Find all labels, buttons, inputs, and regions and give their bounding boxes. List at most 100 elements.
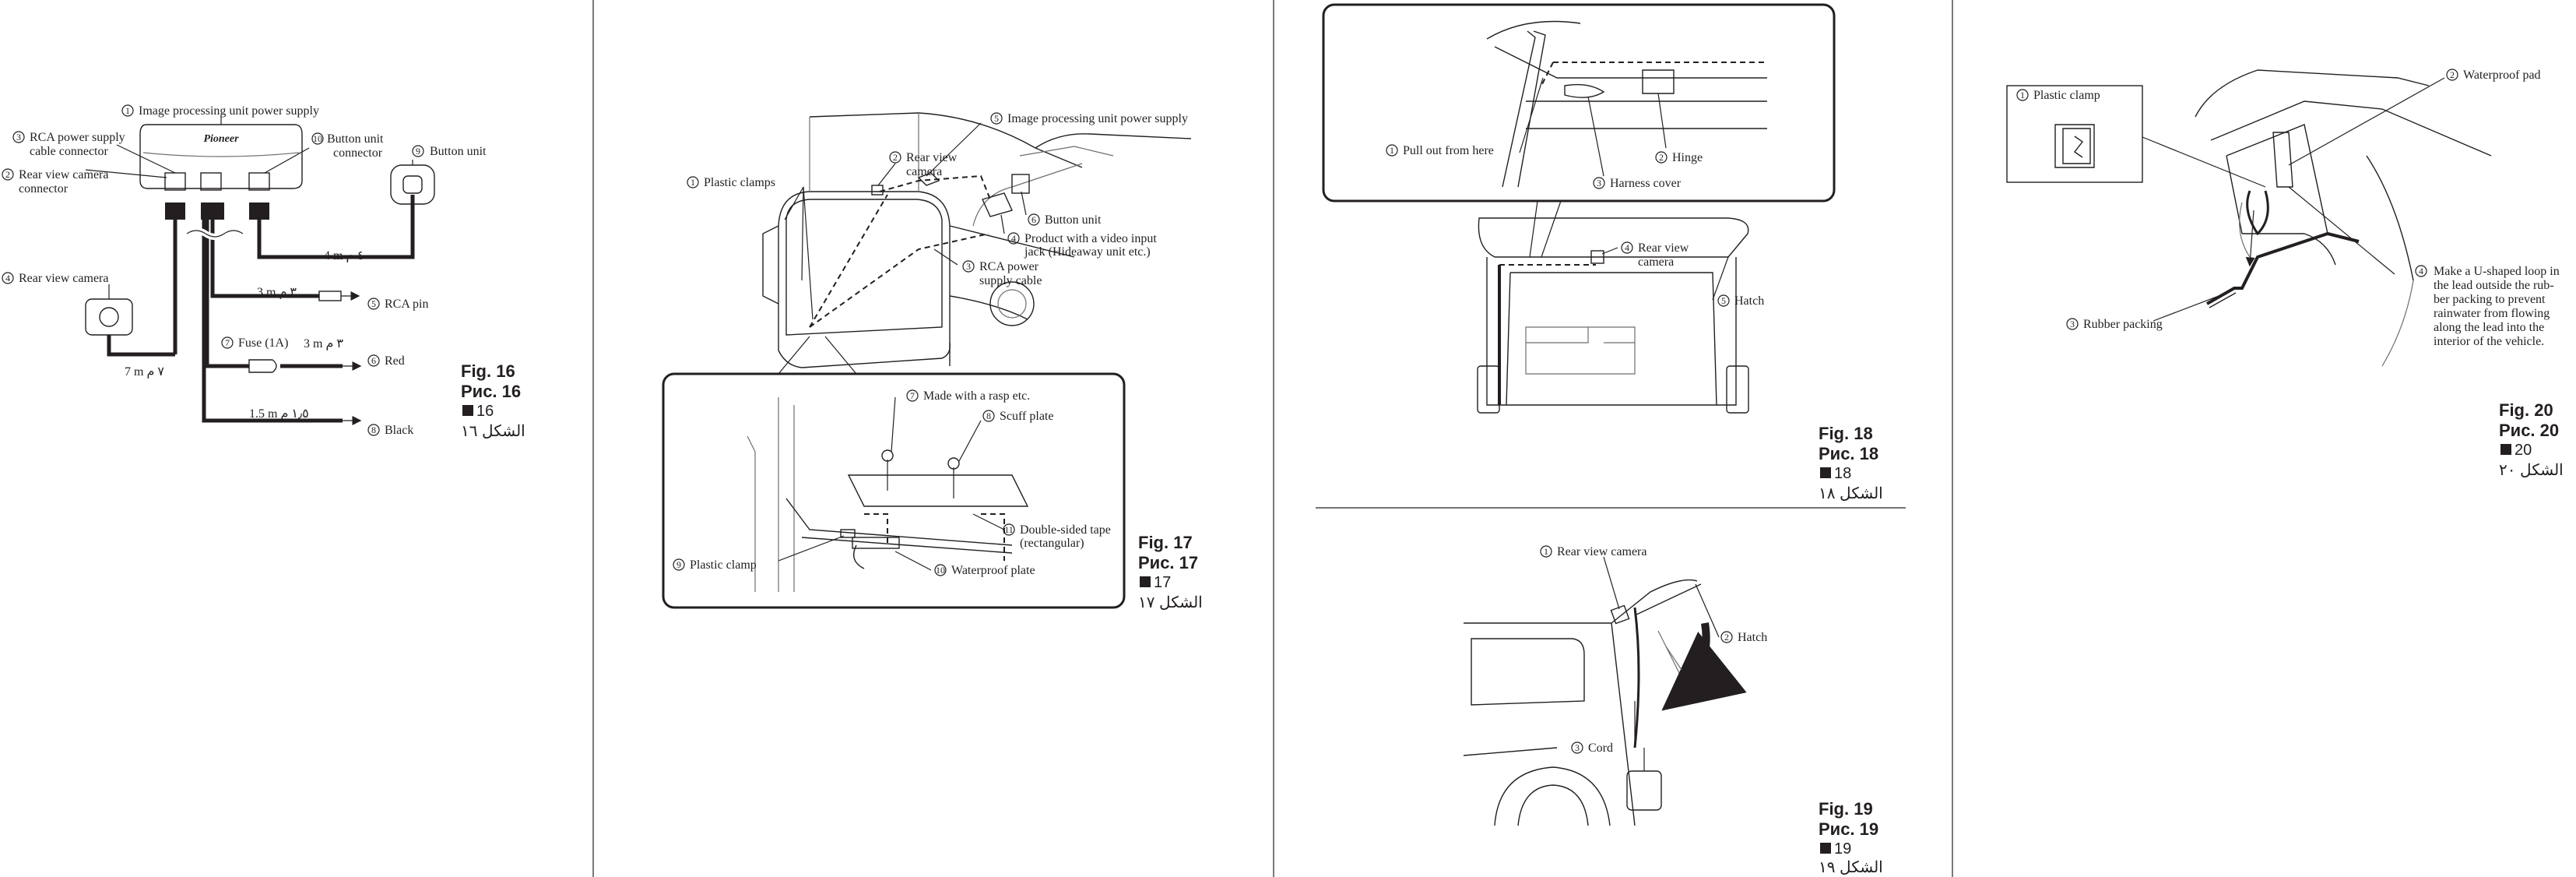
caption-icon	[2500, 444, 2511, 455]
label-product-video-input: Product with a video input	[1024, 232, 1157, 245]
svg-text:8: 8	[371, 424, 376, 435]
caption-icon	[1140, 576, 1151, 587]
label-hinge: Hinge	[1672, 151, 1703, 164]
svg-text:2: 2	[1659, 152, 1664, 163]
fig20-caption: Fig. 20 Рис. 20 20 الشكل ٢٠	[2499, 400, 2564, 479]
fig17-inset	[662, 372, 1126, 609]
svg-text:2: 2	[893, 152, 898, 163]
hatch	[1478, 217, 1749, 258]
label-button-unit: Button unit	[430, 145, 487, 158]
fig19-labels: 1 Rear view camera 2 Hatch 3 Cord	[1540, 545, 1767, 755]
svg-text:2: 2	[2450, 69, 2455, 80]
hideaway-unit	[982, 192, 1013, 217]
svg-text:3: 3	[966, 261, 971, 272]
label-rear-view-camera: Rear view	[906, 151, 958, 164]
svg-text:7: 7	[225, 337, 230, 348]
label-rear-view-camera: Rear view camera	[19, 272, 108, 285]
caption-num: 19	[1834, 840, 1851, 858]
svg-text:1: 1	[2020, 90, 2025, 100]
label-plastic-clamp: Plastic clamp	[690, 558, 757, 572]
label-u-shaped-loop-3: ber packing to prevent	[2434, 293, 2546, 306]
svg-text:10: 10	[936, 565, 945, 576]
caption-en: Fig. 17	[1138, 533, 1193, 552]
caption-num: 16	[476, 403, 494, 420]
label-rca-pin: RCA pin	[385, 298, 428, 311]
label-rca-power-supply-cable: RCA power	[979, 260, 1039, 273]
caption-ru: Рис. 20	[2499, 421, 2559, 440]
svg-text:3: 3	[1575, 742, 1580, 753]
svg-text:5: 5	[994, 113, 999, 124]
svg-text:4: 4	[2419, 266, 2423, 276]
fig19-caption: Fig. 19 Рис. 19 19 الشكل ١٩	[1819, 799, 1883, 876]
length-1-5m: 1.5 m ١٫٥ م	[249, 407, 309, 421]
svg-text:4: 4	[1625, 242, 1629, 253]
label-rubber-packing: Rubber packing	[2083, 318, 2163, 331]
svg-text:3: 3	[2070, 319, 2075, 329]
label-pull-out-from-here: Pull out from here	[1403, 144, 1494, 157]
plastic-clamp	[840, 529, 856, 538]
rear-view-camera	[1610, 604, 1630, 625]
label-button-unit-connector: Button unit	[327, 132, 384, 146]
label-waterproof-pad: Waterproof pad	[2463, 69, 2541, 82]
label-cord: Cord	[1588, 741, 1613, 755]
caption-num: 20	[2514, 442, 2532, 459]
caption-ar: الشكل ١٧	[1138, 594, 1203, 611]
fig19-diagram: 1 Rear view camera 2 Hatch 3 Cord Fig. 1…	[1463, 545, 1883, 876]
svg-text:9: 9	[416, 146, 420, 157]
svg-text:3: 3	[1597, 178, 1601, 188]
caption-ru: Рис. 19	[1819, 819, 1878, 839]
label-black: Black	[385, 424, 413, 437]
hinge	[1642, 69, 1675, 94]
caption-num: 17	[1154, 574, 1171, 591]
label-hatch: Hatch	[1734, 294, 1764, 308]
rear-view-camera	[1590, 250, 1604, 264]
length-3m-rca: 3 m ٣ م	[257, 286, 297, 299]
label-image-processing-unit-power-supply: Image processing unit power supply	[1007, 112, 1188, 125]
label-plastic-clamp: Plastic clamp	[2033, 89, 2100, 102]
label-double-sided-tape: Double-sided tape	[1020, 523, 1111, 537]
caption-ru: Рис. 18	[1819, 444, 1878, 463]
open-arrow	[1661, 622, 1747, 711]
caption-en: Fig. 19	[1819, 799, 1873, 819]
harness-cover	[1564, 83, 1605, 98]
label-rear-view-camera: Rear view camera	[1557, 545, 1646, 558]
caption-icon	[462, 405, 473, 416]
fig16-caption: Fig. 16 Рис. 16 16 الشكل ١٦	[461, 361, 525, 440]
label-hatch: Hatch	[1738, 631, 1767, 644]
svg-text:1: 1	[125, 105, 130, 116]
caption-ru: Рис. 17	[1138, 553, 1198, 572]
label-u-shaped-loop-1: Make a U-shaped loop in	[2434, 265, 2560, 278]
svg-text:4: 4	[1011, 233, 1016, 244]
label-u-shaped-loop-5: along the lead into the	[2434, 321, 2544, 334]
caption-ar: الشكل ١٦	[461, 423, 525, 440]
svg-text:4: 4	[5, 273, 10, 284]
fig18-diagram: 1 Pull out from here 2 Hinge 3 Harness c…	[1322, 3, 1883, 502]
label-camera: camera	[1638, 255, 1674, 269]
svg-text:9: 9	[677, 559, 681, 570]
image-processing-unit	[139, 124, 303, 189]
svg-text:3: 3	[16, 132, 21, 143]
svg-text:1: 1	[1544, 546, 1548, 557]
waterproof-pad	[2272, 132, 2293, 188]
caption-num: 18	[1834, 465, 1851, 482]
label-rca-power-supply: RCA power supply	[30, 131, 125, 144]
fig18-inset	[1322, 3, 1836, 203]
label-connector-2: connector	[333, 146, 383, 160]
caption-ru: Рис. 16	[461, 382, 521, 401]
svg-text:6: 6	[1031, 214, 1036, 225]
plastic-clamp-inset	[2006, 85, 2143, 183]
svg-text:5: 5	[371, 298, 376, 309]
fig16-labels: 1 Image processing unit power supply 3 R…	[2, 104, 487, 437]
label-made-with-rasp: Made with a rasp etc.	[923, 389, 1030, 403]
caption-ar: الشكل ١٩	[1819, 859, 1883, 876]
label-camera: camera	[906, 165, 942, 178]
label-connector: connector	[19, 182, 69, 195]
svg-text:1: 1	[1390, 145, 1394, 156]
svg-text:7: 7	[910, 390, 915, 401]
caption-ar: الشكل ١٨	[1819, 485, 1883, 502]
svg-text:2: 2	[1724, 632, 1729, 643]
label-rectangular: (rectangular)	[1020, 537, 1084, 550]
caption-en: Fig. 18	[1819, 424, 1873, 443]
caption-ar: الشكل ٢٠	[2499, 462, 2564, 479]
caption-en: Fig. 16	[461, 361, 515, 381]
